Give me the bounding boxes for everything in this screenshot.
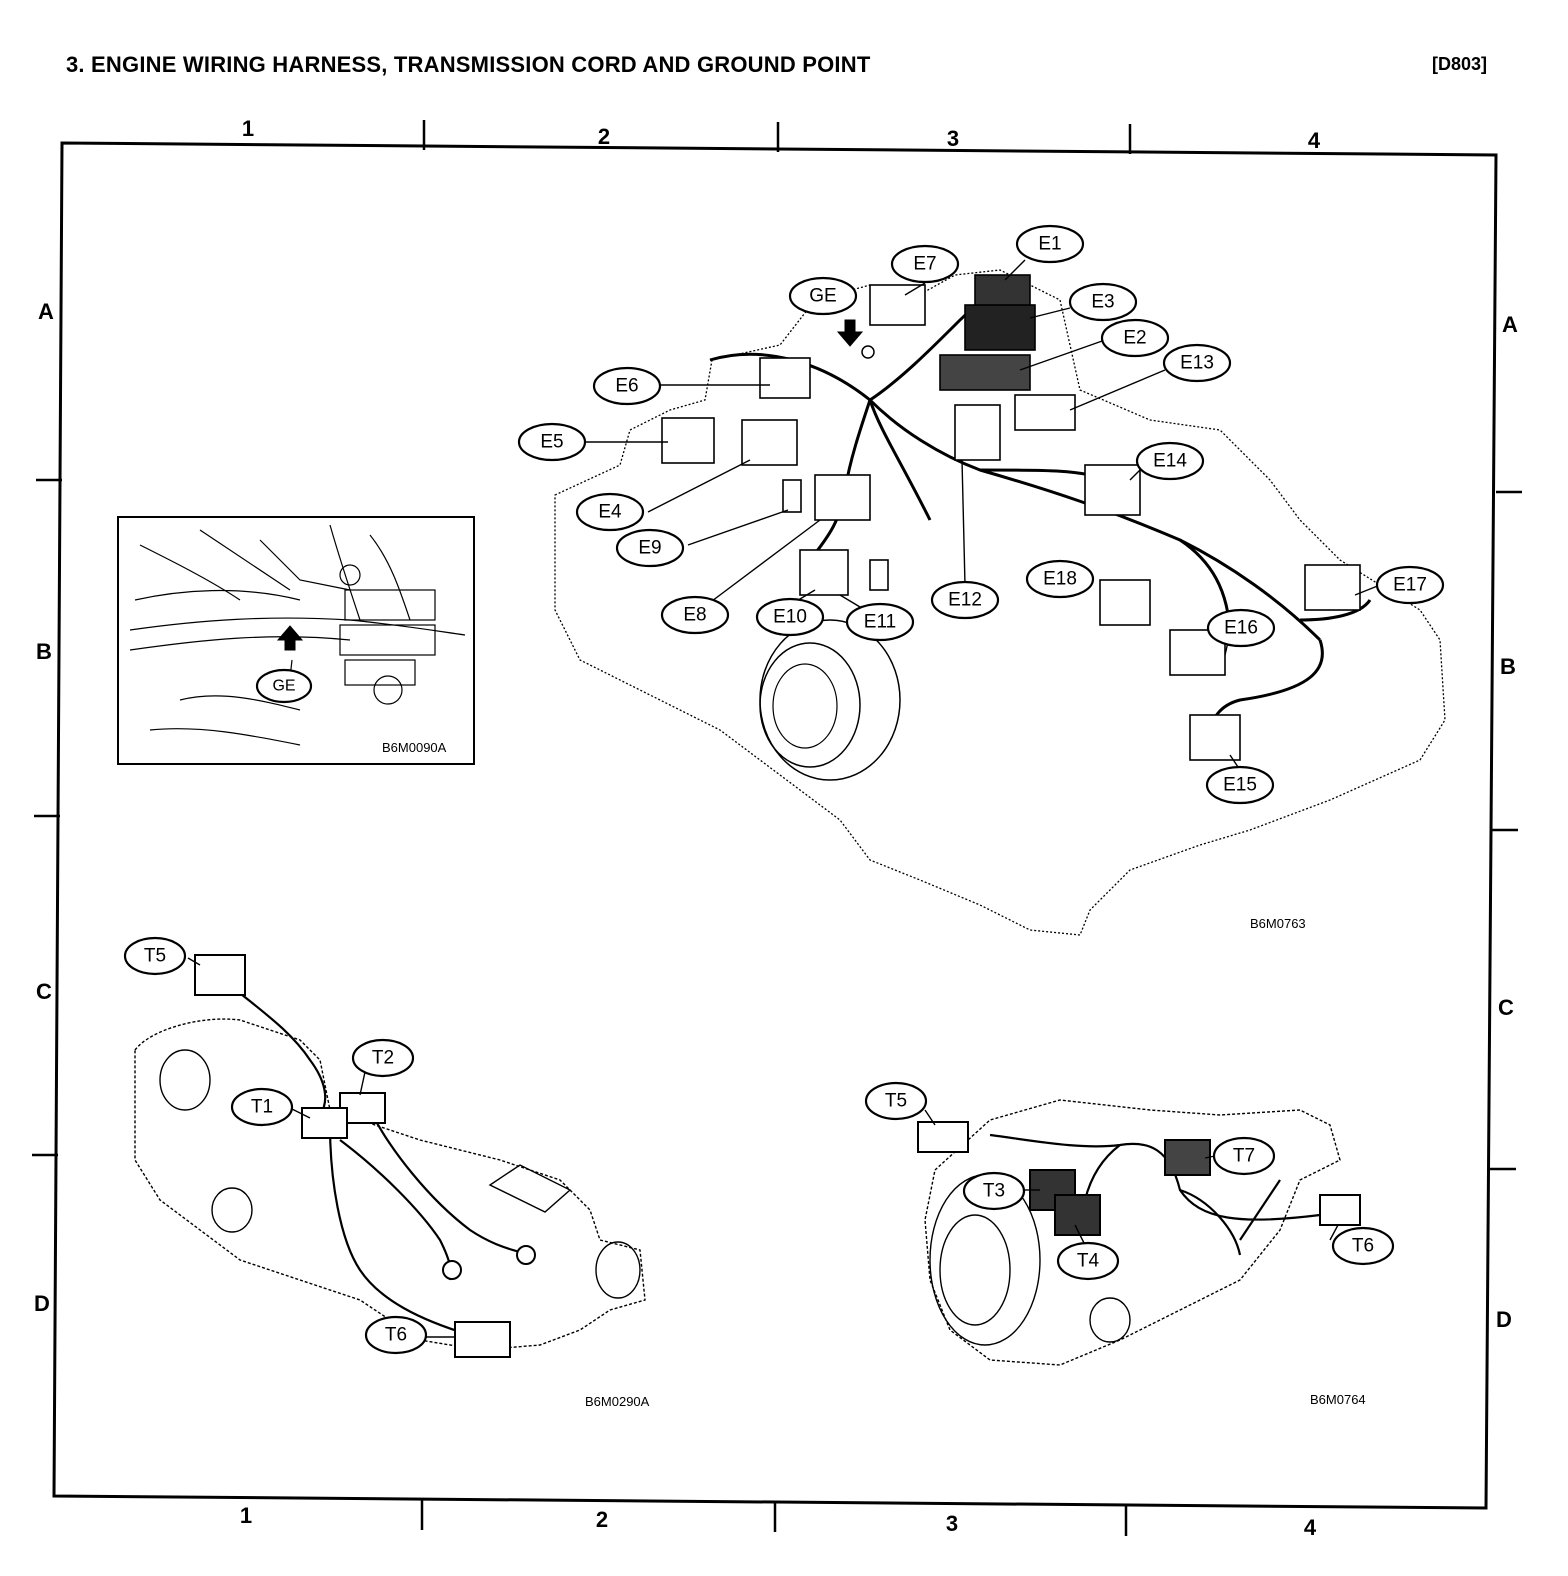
callout-t5-right: T5: [885, 1091, 907, 1112]
callout-t6-right: T6: [1352, 1236, 1374, 1257]
callout-e18: E18: [1043, 569, 1077, 590]
connector-t4: [1054, 1194, 1101, 1236]
ground-bolt: [861, 345, 875, 359]
diagram-frame: [52, 141, 1498, 1510]
callout-e11: E11: [864, 612, 896, 633]
section-code: [D803]: [1432, 54, 1488, 74]
callout-t1: T1: [251, 1097, 273, 1118]
figure-code-trans-right: B6M0764: [1310, 1392, 1366, 1407]
ground-arrow: [836, 319, 864, 347]
callout-e8: E8: [683, 605, 706, 626]
connector-e4: [741, 419, 798, 466]
connector-t1: [301, 1107, 348, 1139]
inset-ground-arrow: [276, 625, 304, 651]
figure-code-trans-left: B6M0290A: [585, 1394, 650, 1409]
grid-col-1-bottom: 1: [239, 1503, 253, 1528]
callout-e15: E15: [1223, 775, 1257, 796]
callout-t7: T7: [1233, 1146, 1255, 1167]
callout-e7: E7: [913, 254, 936, 275]
grid-row-b-left: B: [36, 639, 52, 664]
callout-e6: E6: [615, 376, 638, 397]
engine-illustration: [554, 259, 1446, 936]
grid-col-3-bottom: 3: [945, 1511, 959, 1536]
main-harness: [709, 283, 1372, 736]
callout-e14: E14: [1153, 451, 1187, 472]
grid-col-1-top: 1: [241, 116, 255, 141]
grid-col-4-top: 4: [1307, 128, 1321, 153]
callouts: [123, 224, 1445, 1355]
grid-col-2-bottom: 2: [595, 1507, 609, 1532]
callout-e5: E5: [540, 432, 563, 453]
connector-e18: [1099, 579, 1151, 626]
callout-e9: E9: [638, 538, 661, 559]
connector-t5-left: [194, 954, 246, 996]
connector-e7: [869, 284, 926, 326]
connector-e9: [782, 479, 802, 513]
callout-t2: T2: [372, 1048, 394, 1069]
callout-e13: E13: [1180, 353, 1214, 374]
crank-pulley-hub: [772, 663, 838, 749]
callout-t6-left: T6: [385, 1325, 407, 1346]
callout-t3: T3: [983, 1181, 1005, 1202]
grid-row-c-right: C: [1498, 995, 1514, 1020]
grid-row-c-left: C: [36, 979, 52, 1004]
grid-row-a-left: A: [38, 299, 54, 324]
grid-ticks: [32, 120, 1522, 1536]
connector-t7: [1164, 1139, 1211, 1176]
grid-col-4-bottom: 4: [1303, 1515, 1317, 1540]
connector-e5: [661, 417, 715, 464]
callout-ge-inset: GE: [272, 678, 295, 695]
callout-e10: E10: [773, 607, 807, 628]
engine-outline: [554, 269, 1446, 936]
connector-e17: [1304, 564, 1361, 611]
connector-e14: [1084, 464, 1141, 516]
grid-row-d-left: D: [34, 1291, 50, 1316]
connector-e2: [939, 354, 1031, 391]
callout-e17: E17: [1393, 575, 1427, 596]
grid-col-2-top: 2: [597, 124, 611, 149]
crank-pulley-inner: [759, 642, 861, 768]
callout-e16: E16: [1224, 618, 1258, 639]
connector-t6-right: [1319, 1194, 1361, 1226]
transmission-left: [134, 954, 646, 1358]
figure-code-inset: B6M0090A: [382, 740, 447, 755]
transmission-right-body: [924, 1099, 1341, 1366]
grid-row-a-right: A: [1502, 312, 1518, 337]
connector-e8: [814, 474, 871, 521]
figure-code-engine: B6M0763: [1250, 916, 1306, 931]
connector-e15: [1189, 714, 1241, 761]
grid-row-b-right: B: [1500, 654, 1516, 679]
connector-e6: [759, 357, 811, 399]
engine-connectors: [661, 274, 1361, 761]
transmission-left-body: [134, 1018, 646, 1351]
engine-leader-lines: [585, 259, 1381, 771]
connector-t6-left: [454, 1321, 511, 1358]
callout-e4: E4: [598, 502, 622, 523]
connector-e12: [954, 404, 1001, 461]
connector-e13: [1014, 394, 1076, 431]
callout-t4: T4: [1077, 1251, 1100, 1272]
callout-e12: E12: [948, 590, 982, 611]
connector-e11: [869, 559, 889, 591]
transmission-right: [917, 1099, 1361, 1366]
page-title: 3. ENGINE WIRING HARNESS, TRANSMISSION C…: [66, 52, 871, 77]
connector-e10: [799, 549, 849, 596]
torque-converter-inner: [939, 1214, 1011, 1326]
callout-e2: E2: [1123, 328, 1146, 349]
callout-e3: E3: [1091, 292, 1114, 313]
inset-detail: [117, 516, 475, 765]
connector-e3: [964, 304, 1036, 351]
callout-ge-engine: GE: [809, 286, 836, 307]
transmission-left-harness: [229, 984, 526, 1337]
callout-e1: E1: [1038, 234, 1061, 255]
inset-frame: [117, 516, 475, 765]
grid-col-3-top: 3: [946, 126, 960, 151]
grid-row-d-right: D: [1496, 1307, 1512, 1332]
connector-t5-right: [917, 1121, 969, 1153]
callout-t5-left: T5: [144, 946, 166, 967]
